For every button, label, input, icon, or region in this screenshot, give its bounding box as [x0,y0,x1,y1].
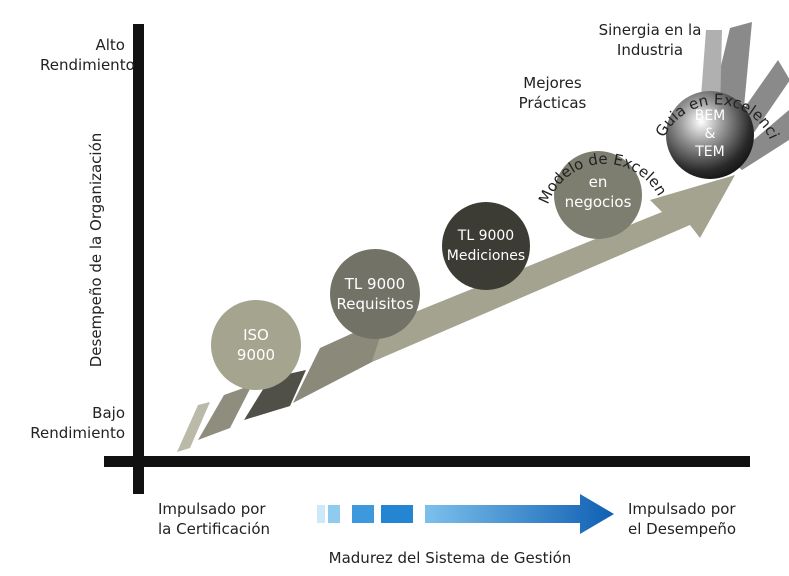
y-bottom-line1: Bajo [92,404,125,422]
stage-tl-req-line1: TL 9000 [344,275,406,293]
stage-negocios-line2: negocios [564,193,632,211]
y-axis [133,24,144,494]
stage-bem-line3: TEM [695,144,725,160]
x-left-label: Impulsado por la Certificación [158,499,308,539]
y-axis-title: Desempeño de la Organización [87,132,105,368]
x-axis-title: Madurez del Sistema de Gestión [328,549,572,567]
arrow-segment-3 [244,370,306,420]
arrow-segment-2 [198,385,252,440]
y-bottom-label: Bajo Rendimiento [30,403,125,443]
blue-arrow [317,494,614,534]
y-bottom-line2: Rendimiento [30,424,125,442]
stage-bem-line1: BEM [694,108,726,124]
x-axis [104,456,750,467]
stage-circle-tl-med [442,202,530,290]
sinergia-line1: Sinergia en la [598,21,702,39]
main-arrow [372,175,735,362]
stage-circle-iso [211,300,301,390]
stage-iso-line2: 9000 [236,346,276,364]
stage-bem-line2: & [704,126,716,142]
y-top-line2: Rendimiento [40,56,135,74]
mejores-line1: Mejores [523,74,582,92]
stage-iso-line1: ISO [243,326,269,344]
x-right-label: Impulsado por el Desempeño [628,499,778,539]
stage-circle-tl-req [330,249,420,339]
x-right-line1: Impulsado por [628,500,736,518]
y-top-line1: Alto [95,36,126,54]
y-top-label: Alto Rendimiento [40,35,135,75]
stage-negocios-text: en negocios [554,172,642,212]
arrow-segment-1 [177,402,210,452]
mejores-line2: Prácticas [518,94,587,112]
stage-circle-negocios [554,151,642,239]
stage-tl-med-text: TL 9000 Mediciones [442,226,530,266]
sinergia-label: Sinergia en la Industria [590,20,710,60]
stage-bem-text: BEM & TEM [666,107,754,161]
x-right-line2: el Desempeño [628,520,737,538]
stage-tl-med-line2: Mediciones [446,248,526,264]
sinergia-line2: Industria [616,41,684,59]
stage-tl-med-line1: TL 9000 [457,228,515,244]
mejores-label: Mejores Prácticas [505,73,600,113]
stage-negocios-line1: en [588,173,608,191]
stage-circle-bem [666,91,754,179]
stage-iso-text: ISO 9000 [211,325,301,365]
arrow-segment-4 [293,318,386,403]
stage-tl-req-line2: Requisitos [336,295,414,313]
x-left-line2: la Certificación [158,520,271,538]
stage-tl-req-text: TL 9000 Requisitos [330,274,420,314]
x-left-line1: Impulsado por [158,500,266,518]
